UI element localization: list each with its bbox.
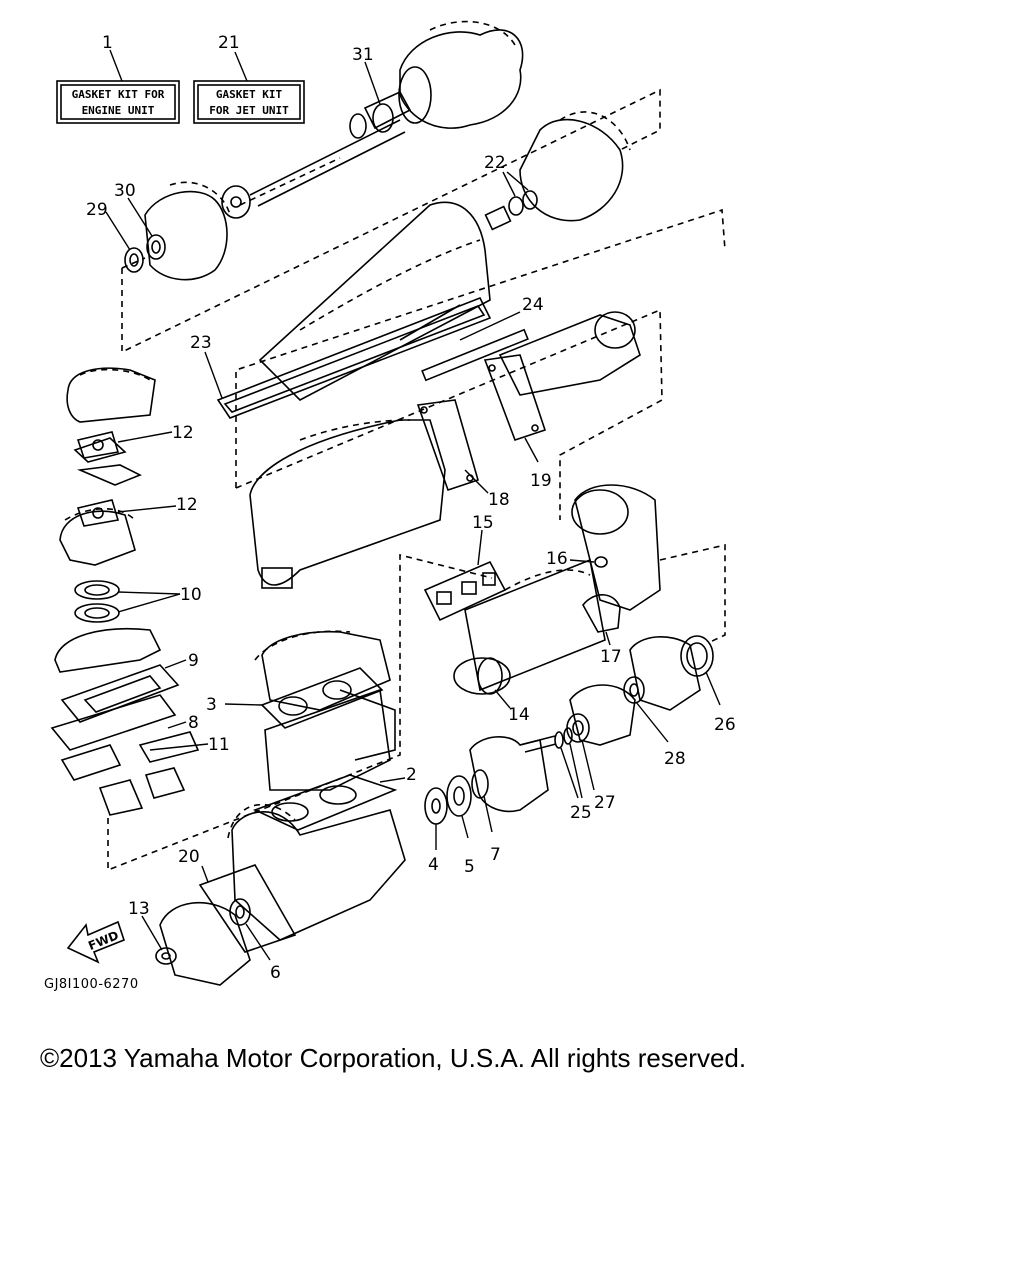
base-gasket-2 — [252, 774, 398, 831]
reed-valve-gasket-11 — [60, 731, 200, 816]
callout-15: 15 — [472, 513, 494, 533]
drive-shaft — [221, 90, 412, 219]
coupler-housing — [469, 735, 557, 812]
gasket-16 — [594, 556, 608, 568]
bearing-5 — [446, 775, 472, 817]
gasket-12a — [76, 431, 120, 459]
callout-10: 10 — [180, 585, 202, 605]
exhaust-manifold — [453, 558, 606, 695]
gasket-8 — [50, 694, 177, 751]
callout-4: 4 — [428, 855, 439, 875]
cover-frame — [659, 543, 726, 643]
callout-23: 23 — [190, 333, 212, 353]
callout-31: 31 — [352, 45, 374, 65]
callout-5: 5 — [464, 857, 475, 877]
intermediate-housing — [569, 684, 636, 746]
callout-8: 8 — [188, 713, 199, 733]
callout-14: 14 — [508, 705, 530, 725]
callout-7: 7 — [490, 845, 501, 865]
callout-22: 22 — [484, 153, 506, 173]
gasket-14 — [477, 657, 503, 695]
callout-11: 11 — [208, 735, 230, 755]
callout-12b: 12 — [176, 495, 198, 515]
callout-17: 17 — [600, 647, 622, 667]
oil-seal-4 — [424, 787, 448, 825]
gasket-19 — [483, 354, 547, 442]
callout-26: 26 — [714, 715, 736, 735]
oil-seal-29 — [124, 247, 144, 273]
gasket-24 — [421, 328, 529, 382]
bearing-set-22 — [484, 190, 538, 231]
diagram-code: GJ8I100-6270 — [44, 977, 139, 992]
callout-29: 29 — [86, 200, 108, 220]
oil-seal-30 — [146, 234, 166, 260]
callout-21: 21 — [218, 33, 240, 53]
callout-1: 1 — [102, 33, 113, 53]
bearing-housing — [144, 181, 231, 281]
callout-18: 18 — [488, 490, 510, 510]
callout-19: 19 — [530, 471, 552, 491]
gasket-10 — [74, 580, 120, 623]
engine-kit-line1: GASKET KIT FOR — [72, 88, 165, 101]
bearing-27 — [566, 713, 590, 743]
jet-unit-frame — [121, 88, 661, 354]
exhaust-pipe-upper — [571, 484, 661, 611]
exhaust-chamber — [249, 311, 641, 589]
cylinder-block — [264, 688, 396, 791]
callout-20: 20 — [178, 847, 200, 867]
fwd-label: FWD — [86, 928, 120, 953]
callout-27: 27 — [594, 793, 616, 813]
o-ring-26 — [680, 635, 714, 677]
fwd-arrow-icon: FWD — [66, 920, 125, 964]
exhaust-frame — [235, 208, 726, 520]
o-rings-25 — [554, 727, 573, 749]
jet-gasket-kit-box: GASKET KIT FOR JET UNIT 21 — [193, 33, 305, 124]
intake-manifold — [54, 627, 162, 673]
callout-30: 30 — [114, 181, 136, 201]
gasket-18 — [416, 399, 479, 492]
intake-assembly-left — [59, 367, 156, 566]
callout-16: 16 — [546, 549, 568, 569]
callout-3: 3 — [206, 695, 217, 715]
crankcase-cover-gasket-20 — [198, 864, 297, 953]
crankcase — [227, 803, 406, 941]
flywheel-cover — [159, 901, 251, 986]
copyright-notice: ©2013 Yamaha Motor Corporation, U.S.A. A… — [40, 1043, 747, 1073]
callout-25: 25 — [570, 803, 592, 823]
oil-seal-6 — [229, 898, 251, 926]
engine-frame — [107, 553, 493, 872]
callout-9: 9 — [188, 651, 199, 671]
callout-28: 28 — [664, 749, 686, 769]
gasket-17 — [582, 594, 621, 633]
gasket-12b — [76, 499, 120, 527]
callout-12a: 12 — [172, 423, 194, 443]
jet-kit-line2: FOR JET UNIT — [209, 104, 289, 117]
cylinder-head — [254, 630, 391, 711]
o-ring-31 — [372, 103, 394, 133]
gasket-15 — [423, 560, 507, 622]
exploded-parts-diagram: GASKET KIT FOR ENGINE UNIT 1 GASKET KIT … — [44, 20, 736, 992]
callout-2: 2 — [406, 765, 417, 785]
gasket-23 — [216, 296, 492, 419]
callout-24: 24 — [522, 295, 544, 315]
head-gasket-3 — [260, 667, 384, 729]
magneto-cover — [629, 635, 701, 711]
engine-gasket-kit-box: GASKET KIT FOR ENGINE UNIT 1 — [56, 33, 180, 124]
gasket-9 — [60, 664, 180, 723]
jet-housing-trough — [258, 201, 491, 401]
oil-seal-13 — [155, 947, 177, 965]
jet-kit-line1: GASKET KIT — [216, 88, 283, 101]
engine-kit-line2: ENGINE UNIT — [82, 104, 155, 117]
callout-13: 13 — [128, 899, 150, 919]
callout-6: 6 — [270, 963, 281, 983]
jet-pump-housing — [398, 20, 631, 222]
